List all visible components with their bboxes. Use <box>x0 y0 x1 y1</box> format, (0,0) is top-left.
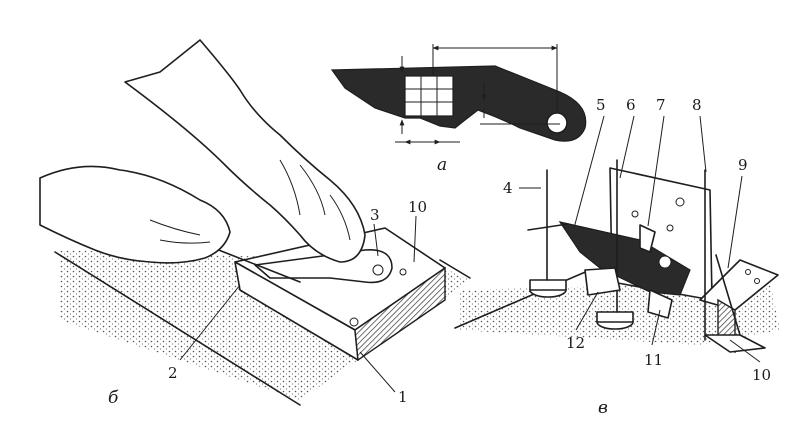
panel-a-workpiece-drawing: а <box>330 44 587 175</box>
panel-c-stand-marking: 4 5 6 7 8 9 10 11 12 в <box>454 96 780 418</box>
panel-label-c: в <box>598 398 608 418</box>
callout-11: 11 <box>644 351 663 369</box>
callout-7: 7 <box>656 96 666 114</box>
panel-b-hand-marking: 3 10 2 1 б <box>39 39 471 408</box>
panel-label-a: а <box>437 155 447 175</box>
panel-label-b: б <box>108 388 119 408</box>
callout-2: 2 <box>168 364 178 382</box>
callout-5: 5 <box>596 96 606 114</box>
callout-9: 9 <box>738 156 748 174</box>
callout-12: 12 <box>566 334 585 352</box>
callout-6: 6 <box>626 96 636 114</box>
callout-10-right: 10 <box>752 366 771 384</box>
callout-8: 8 <box>692 96 702 114</box>
callout-4: 4 <box>503 179 513 197</box>
callout-10-left: 10 <box>408 198 427 216</box>
callout-3: 3 <box>370 206 380 224</box>
callout-1: 1 <box>398 388 408 406</box>
